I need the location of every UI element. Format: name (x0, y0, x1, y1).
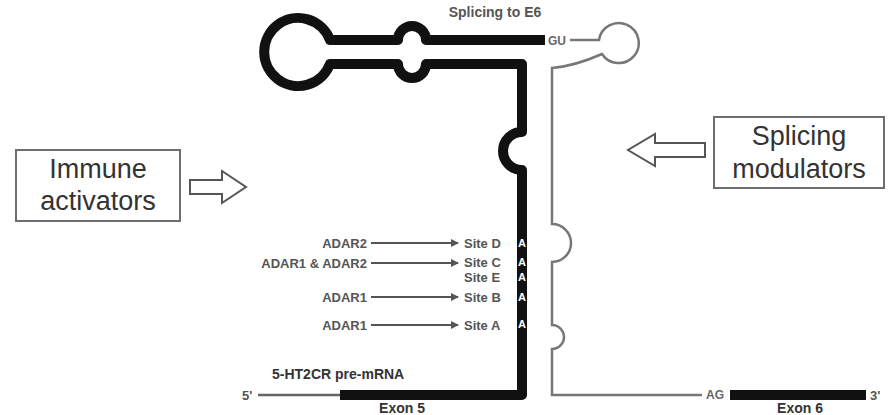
intron-strand (552, 23, 702, 395)
diagram-label: Site B (464, 291, 501, 304)
leader-arrow (371, 296, 458, 298)
diagram-label: ADAR2 (322, 237, 367, 250)
diagram-label: Site D (464, 237, 501, 250)
text-box: Splicing modulators (713, 116, 885, 189)
diagram-label: ADAR1 & ADAR2 (261, 257, 367, 270)
text-stack: Immune activators (23, 153, 173, 218)
edit-site-base: A (518, 238, 526, 249)
diagram-label: 5-HT2CR pre-mRNA (272, 367, 404, 381)
diagram-label: 3' (870, 389, 880, 402)
edit-site-base: A (518, 257, 526, 268)
box-label: Immune activators (23, 153, 173, 218)
diagram-label: Exon 6 (777, 401, 823, 415)
diagram-label: 5' (242, 389, 252, 402)
diagram-label: AG (706, 389, 724, 401)
text-box: Immune activators (15, 149, 181, 222)
leader-arrow (371, 324, 458, 326)
exon5-strand (264, 18, 545, 395)
exon6-strand (730, 390, 866, 400)
text-stack: Splicing modulators (721, 120, 877, 185)
leader-arrow (371, 242, 458, 244)
diagram-label: Site C (464, 256, 501, 269)
leader-arrow (371, 262, 458, 264)
block-arrow (628, 134, 705, 166)
diagram-label: Exon 5 (379, 401, 425, 415)
diagram-label: Site E (464, 271, 500, 284)
five-prime-strand (258, 394, 340, 397)
diagram-label: GU (548, 35, 566, 47)
edit-site-base: A (518, 319, 526, 330)
diagram-label: Splicing to E6 (449, 5, 542, 19)
edit-site-base: A (518, 272, 526, 283)
edit-site-base: A (518, 292, 526, 303)
diagram-label: ADAR1 (322, 291, 367, 304)
diagram-label: ADAR1 (322, 319, 367, 332)
block-arrow (190, 171, 246, 203)
diagram-label: Site A (464, 319, 500, 332)
box-label: Splicing modulators (721, 120, 877, 185)
